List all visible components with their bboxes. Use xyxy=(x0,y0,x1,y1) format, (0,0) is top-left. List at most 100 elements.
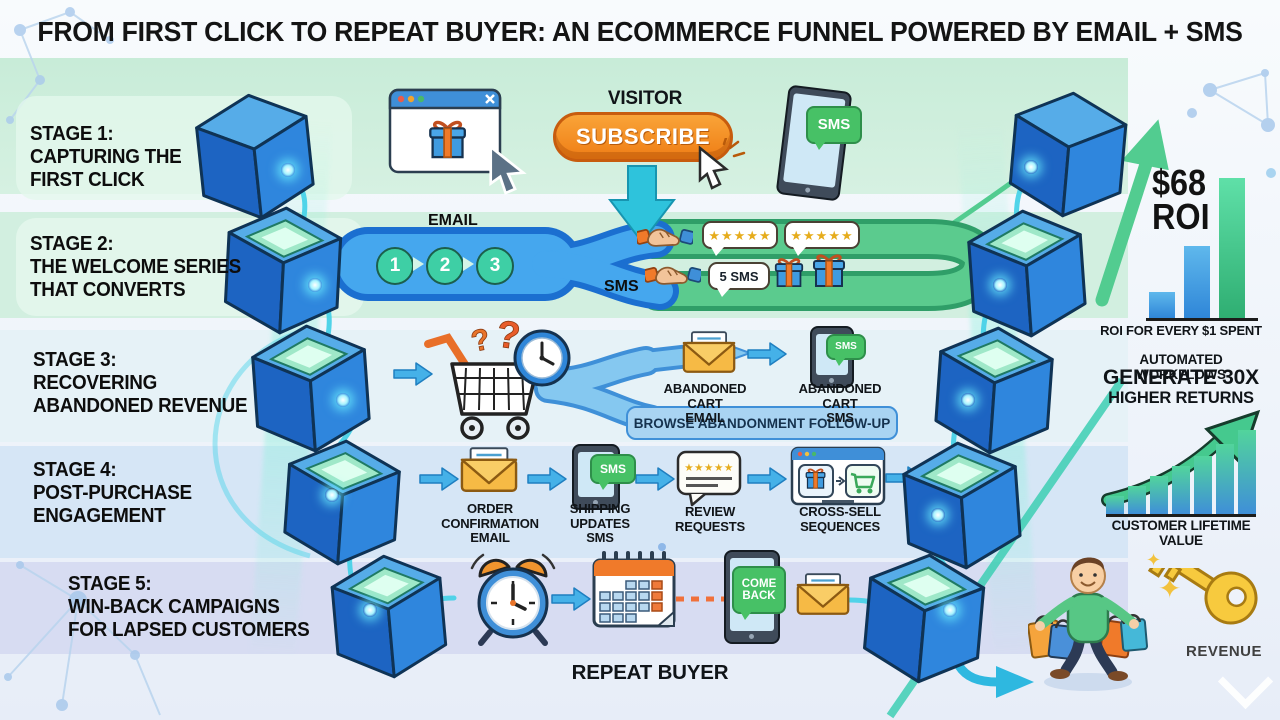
popup-browser-icon xyxy=(388,88,502,174)
clv-bar xyxy=(1238,430,1256,514)
sparkle-icon: ✦ xyxy=(1158,573,1182,604)
cursor-icon xyxy=(489,144,527,195)
order-confirmation-email-icon xyxy=(460,447,518,492)
email-band-label: EMAIL xyxy=(428,212,478,229)
calendar-icon xyxy=(592,551,676,628)
funnel-cube-right-5 xyxy=(856,547,991,691)
stage3-label: STAGE 3: RECOVERING ABANDONED REVENUE xyxy=(33,348,248,418)
review-stars-bubble: ★★★★★ xyxy=(784,221,860,256)
workflows-line3: HIGHER RETURNS xyxy=(1108,389,1254,407)
clv-caption: CUSTOMER LIFETIME VALUE xyxy=(1111,518,1251,549)
review-bubble-icon xyxy=(676,450,742,507)
workflows-line2: GENERATE 30X xyxy=(1103,366,1259,389)
visitor-label: VISITOR xyxy=(607,88,683,109)
alarm-clock-icon xyxy=(470,553,556,646)
gift-icon xyxy=(805,468,826,490)
glow-node xyxy=(308,278,322,292)
welcome-step-2: 2 xyxy=(426,247,464,285)
shipping-updates-label: SHIPPING UPDATES SMS xyxy=(569,501,631,546)
clv-bars xyxy=(1106,420,1256,517)
star-rating: ★★★★★ xyxy=(684,462,734,474)
clv-bar xyxy=(1216,444,1234,514)
close-icon xyxy=(485,94,495,104)
order-confirmation-label: ORDER CONFIRMATION EMAIL xyxy=(441,501,539,546)
handshake-icon xyxy=(637,228,693,247)
glow-node xyxy=(363,603,377,617)
revenue-key-icon xyxy=(1147,568,1258,625)
gift-icon xyxy=(428,120,467,159)
roi-bar xyxy=(1184,246,1210,318)
roi-bar xyxy=(1219,178,1245,318)
arrowhead-to-shopper xyxy=(996,666,1034,698)
glow-node xyxy=(336,393,350,407)
review-requests-label: REVIEW REQUESTS xyxy=(675,504,745,534)
handshake-icon xyxy=(645,266,701,285)
stage1-label: STAGE 1: CAPTURING THE FIRST CLICK xyxy=(30,122,182,192)
sparkle-icon: ✦ xyxy=(1146,550,1162,570)
clv-bar xyxy=(1172,466,1190,514)
network-decoration-bottom-left xyxy=(4,561,161,716)
abandoned-cart-email-icon xyxy=(682,331,736,373)
come-back-bubble: COME BACK xyxy=(732,566,786,620)
winback-email-icon xyxy=(796,573,850,615)
stage2-label: STAGE 2: THE WELCOME SERIES THAT CONVERT… xyxy=(30,232,241,302)
glow-node xyxy=(961,393,975,407)
network-decoration-top-left xyxy=(6,7,114,124)
happy-shopper-illustration xyxy=(1028,557,1148,691)
review-stars-bubble: ★★★★★ xyxy=(702,221,778,256)
step-arrow-icon xyxy=(413,257,424,271)
dot-decoration xyxy=(658,543,666,551)
phone-home-button xyxy=(749,634,754,639)
abandoned-cart-icon: ? ? xyxy=(424,314,571,440)
repeat-buyer-label: REPEAT BUYER xyxy=(571,661,729,684)
cross-sell-label: CROSS-SELL SEQUENCES xyxy=(799,504,881,534)
star-rating: ★★★★★ xyxy=(708,227,772,243)
question-mark: ? xyxy=(468,323,493,359)
stage4-label: STAGE 4: POST-PURCHASE ENGAGEMENT xyxy=(33,458,192,528)
abandoned-cart-email-label: ABANDONED CART EMAIL xyxy=(663,381,747,426)
network-decoration-top-right xyxy=(1187,69,1275,132)
glow-node xyxy=(1024,160,1038,174)
clv-bar xyxy=(1194,456,1212,514)
phone-home-button xyxy=(829,378,834,383)
clv-bar xyxy=(1150,476,1168,514)
page-title: FROM FIRST CLICK TO REPEAT BUYER: AN ECO… xyxy=(37,16,1243,47)
clv-bar xyxy=(1106,496,1124,514)
sms-bubble-icon: SMS xyxy=(590,454,636,490)
sms-bubble-icon: SMS xyxy=(806,106,862,150)
click-cursor-icon xyxy=(698,138,746,190)
workflows-line1: AUTOMATED WORKFLOWS xyxy=(1136,352,1226,383)
glow-node xyxy=(943,603,957,617)
gift-icon xyxy=(812,254,846,288)
phone-home-button xyxy=(593,500,598,505)
roi-bar xyxy=(1149,292,1175,318)
star-rating: ★★★★★ xyxy=(790,227,854,243)
five-sms-bubble: 5 SMS xyxy=(708,262,770,297)
glow-node xyxy=(931,508,945,522)
glow-node xyxy=(325,488,339,502)
glow-node xyxy=(993,278,1007,292)
gift-icon xyxy=(774,258,804,288)
arrow-email-to-sms xyxy=(747,342,787,366)
sms-bubble-icon: SMS xyxy=(826,334,866,366)
glow-node xyxy=(281,163,295,177)
review-stars: ★★★★★ xyxy=(684,458,734,476)
down-arrow xyxy=(607,165,677,244)
step-arrow-icon xyxy=(463,257,474,271)
welcome-step-1: 1 xyxy=(376,247,414,285)
welcome-step-3: 3 xyxy=(476,247,514,285)
roi-bars xyxy=(1146,178,1258,321)
funnel-cube-left-5 xyxy=(325,547,454,687)
browse-abandonment-banner: BROWSE ABANDONMENT FOLLOW-UP xyxy=(626,406,898,440)
sms-band-label: SMS xyxy=(604,278,639,295)
phone-home-button xyxy=(804,187,811,193)
roi-caption: ROI FOR EVERY $1 SPENT xyxy=(1100,323,1262,338)
roi-growth-arrow xyxy=(1095,151,1155,307)
roi-headline: $68 ROI xyxy=(1152,162,1210,238)
clv-bar xyxy=(1128,486,1146,514)
dot-decoration xyxy=(1266,168,1276,178)
cart-icon xyxy=(850,472,876,489)
abandoned-cart-sms-label: ABANDONED CART SMS xyxy=(798,381,882,426)
stage5-label: STAGE 5: WIN-BACK CAMPAIGNS FOR LAPSED C… xyxy=(68,572,310,642)
